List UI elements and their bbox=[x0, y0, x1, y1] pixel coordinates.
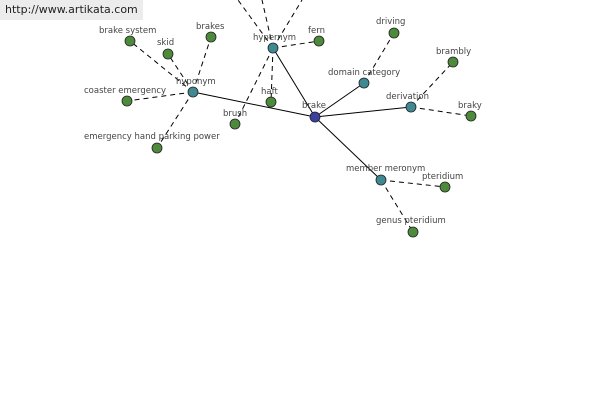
node-pteridium[interactable] bbox=[439, 181, 451, 193]
node-coaster-emergency[interactable] bbox=[121, 95, 133, 107]
edge-hypernym-fern bbox=[272, 40, 320, 49]
node-braky[interactable] bbox=[465, 110, 477, 122]
label-brush: brush bbox=[223, 109, 247, 119]
node-member-meronym[interactable] bbox=[375, 174, 387, 186]
edge-hypernym-haft bbox=[270, 47, 274, 103]
label-hyponym: hyponym bbox=[176, 77, 216, 87]
edge-derivation-braky bbox=[410, 106, 472, 117]
label-genus-pteridium: genus pteridium bbox=[376, 216, 446, 226]
node-brake-system[interactable] bbox=[124, 35, 136, 47]
node-brake[interactable] bbox=[309, 111, 321, 123]
node-driving[interactable] bbox=[388, 27, 400, 39]
edge-brake-hypernym bbox=[272, 47, 316, 118]
label-emergency-hand-parking-power: emergency hand parking power bbox=[84, 132, 220, 142]
node-genus-pteridium[interactable] bbox=[407, 226, 419, 238]
edge-meronym-genus-pteridium bbox=[380, 179, 414, 233]
node-brush[interactable] bbox=[229, 118, 241, 130]
node-brambly[interactable] bbox=[447, 56, 459, 68]
node-domain-category[interactable] bbox=[358, 77, 370, 89]
edge-hyponym-coaster-emergency bbox=[126, 91, 194, 102]
label-braky: braky bbox=[458, 101, 482, 111]
edge-brake-member-meronym bbox=[314, 116, 382, 181]
edge-brake-derivation bbox=[314, 106, 412, 118]
label-brambly: brambly bbox=[436, 47, 471, 57]
label-member-meronym: member meronym bbox=[346, 164, 425, 174]
label-brake-system: brake system bbox=[99, 26, 156, 36]
label-fern: fern bbox=[308, 26, 325, 36]
edge-derivation-brambly bbox=[410, 61, 454, 108]
edge-hyponym-brake-system bbox=[129, 40, 194, 93]
node-hyponym[interactable] bbox=[187, 86, 199, 98]
label-derivation: derivation bbox=[386, 92, 429, 102]
node-fern[interactable] bbox=[313, 35, 325, 47]
node-skid[interactable] bbox=[162, 48, 174, 60]
label-driving: driving bbox=[376, 17, 405, 27]
edge-meronym-pteridium bbox=[380, 179, 446, 188]
edge-hyponym-skid bbox=[167, 53, 194, 93]
node-haft[interactable] bbox=[265, 96, 277, 108]
node-derivation[interactable] bbox=[405, 101, 417, 113]
node-emergency-hand-parking-power[interactable] bbox=[151, 142, 163, 154]
node-brakes[interactable] bbox=[205, 31, 217, 43]
edge-hyponym-brakes bbox=[192, 36, 212, 93]
label-pteridium: pteridium bbox=[422, 172, 463, 182]
label-brake: brake bbox=[302, 101, 326, 111]
edge-domain-driving bbox=[363, 32, 395, 84]
label-skid: skid bbox=[157, 38, 174, 48]
nodes bbox=[121, 27, 477, 238]
label-haft: haft bbox=[261, 87, 278, 97]
edge-brake-hyponym bbox=[192, 91, 316, 118]
edges bbox=[126, 0, 472, 233]
edge-brake-domain-category bbox=[314, 82, 365, 118]
edge-hyponym-emergency-hand bbox=[156, 91, 194, 149]
label-domain-category: domain category bbox=[328, 68, 400, 78]
watermark-url[interactable]: http://www.artikata.com bbox=[0, 0, 143, 20]
label-brakes: brakes bbox=[196, 22, 225, 32]
edge-hypernym-offscreen-1 bbox=[237, 0, 274, 49]
label-coaster-emergency: coaster emergency bbox=[84, 86, 166, 96]
node-hypernym[interactable] bbox=[267, 42, 279, 54]
label-hypernym: hypernym bbox=[253, 33, 296, 43]
edge-hypernym-offscreen-3 bbox=[272, 0, 303, 49]
labels: brake hyponym hypernym domain category d… bbox=[84, 17, 482, 226]
